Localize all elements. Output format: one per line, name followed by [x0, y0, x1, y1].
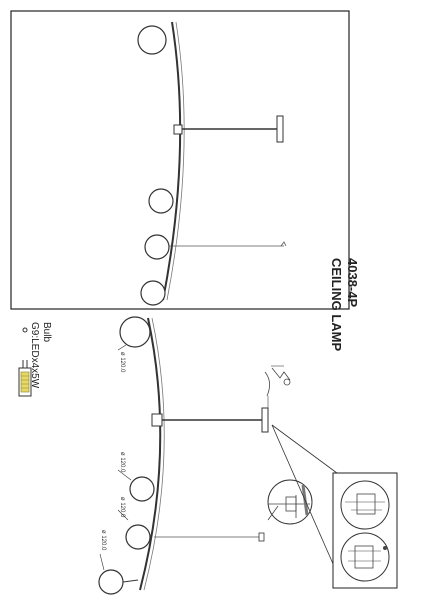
bulb-icon: [18, 327, 32, 397]
dimension-label: ø 120.0: [119, 352, 125, 373]
main-globe-1: [119, 316, 151, 348]
preview-frame: [10, 10, 350, 310]
title-block: 4038-4P CEILING LAMP: [328, 258, 360, 351]
main-globe-2: [129, 476, 155, 502]
main-canopy: [261, 407, 269, 433]
preview-globe-1: [137, 25, 167, 55]
preview-clamp: [173, 124, 183, 135]
dimension-label: ø 120.0: [119, 497, 125, 518]
preview-globe-4: [140, 280, 166, 306]
preview-arm: [162, 21, 182, 301]
model-number: 4038-4P: [345, 258, 360, 308]
preview-canopy: [276, 115, 284, 143]
dimension-label: ø 120.0: [100, 530, 106, 551]
product-name: CEILING LAMP: [329, 258, 344, 352]
dimension-label: ø 120.0: [119, 452, 125, 473]
bulb-label: Bulb: [41, 322, 52, 343]
main-clamp: [151, 413, 163, 427]
preview-globe-3: [144, 234, 170, 260]
bulb-spec-block: Bulb G9:LEDx4x5W: [28, 322, 52, 388]
bulb-spec: G9:LEDx4x5W: [29, 322, 40, 389]
preview-globe-2: [148, 188, 174, 214]
main-arm: [139, 317, 162, 591]
main-globe-3: [125, 524, 151, 550]
main-globe-4: [98, 569, 124, 595]
